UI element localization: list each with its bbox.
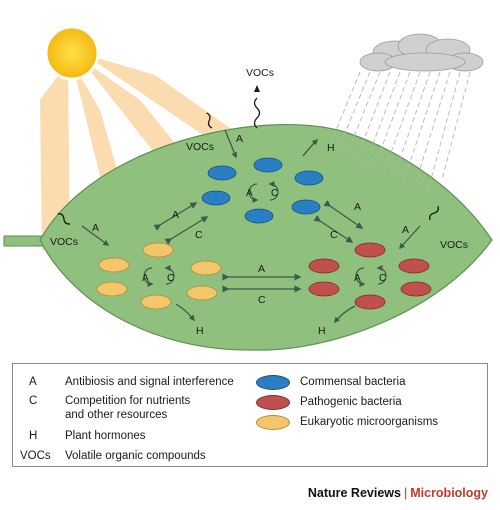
label-a-top-right: A [354, 201, 361, 213]
svg-text:C: C [271, 188, 278, 199]
svg-text:H: H [327, 142, 335, 154]
svg-text:C: C [379, 273, 386, 284]
pathogenic-cell [308, 258, 340, 274]
source-credit: Nature Reviews|Microbiology [308, 486, 488, 500]
svg-text:VOCs: VOCs [246, 67, 274, 79]
label-c-top-left: C [195, 229, 203, 241]
legend-text-a: Antibiosis and signal interference [65, 376, 234, 388]
pathogenic-cell [354, 242, 386, 258]
legend-key-vocs: VOCs [20, 450, 51, 462]
left-cluster-inputs: VOCs A H [50, 213, 204, 337]
legend: A Antibiosis and signal interference C C… [12, 363, 488, 467]
legend-text-h: Plant hormones [65, 430, 146, 442]
legend-key-h: H [29, 430, 38, 442]
eukaryotic-cell [98, 257, 130, 273]
right-cluster-inputs: VOCs A H [318, 205, 468, 337]
commensal-cell [253, 157, 283, 173]
legend-text-c-line1: Competition for nutrients [65, 395, 191, 407]
credit-separator: | [403, 486, 408, 500]
svg-text:H: H [318, 325, 326, 337]
top-cluster-inputs: VOCs A H [186, 112, 335, 159]
svg-text:C: C [167, 273, 174, 284]
pathogenic-cluster: A C [308, 242, 432, 310]
leaf-blade [39, 124, 493, 351]
leaf [3, 124, 493, 351]
eukaryotic-cell [186, 285, 218, 301]
pathogenic-swatch [256, 395, 290, 410]
legend-pathogenic: Pathogenic bacteria [300, 396, 402, 408]
label-c-top-right: C [330, 229, 338, 241]
svg-text:H: H [196, 325, 204, 337]
label-c-left-right: C [258, 294, 266, 306]
rain-cloud [331, 33, 484, 191]
vocs-emission-top: VOCs [246, 67, 274, 129]
svg-text:A: A [354, 273, 361, 284]
eukaryotic-cell [142, 242, 174, 258]
interaction-arrows [153, 199, 364, 293]
eukaryotic-cluster: A C [96, 242, 222, 310]
svg-text:A: A [142, 273, 149, 284]
commensal-cell [291, 199, 321, 215]
commensal-cell [294, 170, 324, 186]
label-a-left-right: A [258, 263, 265, 275]
svg-text:A: A [236, 133, 243, 145]
svg-text:A: A [92, 222, 99, 234]
legend-key-c: C [29, 395, 38, 407]
rain [331, 71, 471, 191]
svg-text:A: A [402, 224, 409, 236]
svg-text:VOCs: VOCs [50, 236, 78, 248]
sun [44, 25, 100, 81]
pathogenic-cell [308, 281, 340, 297]
eukaryotic-swatch [256, 415, 290, 430]
commensal-cluster: A C [201, 157, 324, 224]
svg-text:VOCs: VOCs [440, 239, 468, 251]
credit-section: Microbiology [410, 486, 488, 500]
eukaryotic-cell [190, 260, 222, 276]
svg-text:A: A [246, 188, 253, 199]
svg-text:VOCs: VOCs [186, 141, 214, 153]
label-a-top-left: A [172, 209, 179, 221]
commensal-swatch [256, 375, 290, 390]
pathogenic-cell [354, 294, 386, 310]
commensal-cell [207, 165, 237, 181]
legend-text-vocs: Volatile organic compounds [65, 450, 206, 462]
credit-journal: Nature Reviews [307, 486, 401, 500]
legend-eukaryotic: Eukaryotic microorganisms [300, 416, 439, 428]
pathogenic-cell [400, 281, 432, 297]
eukaryotic-cell [140, 294, 172, 310]
commensal-cell [201, 190, 231, 206]
commensal-cell [244, 208, 274, 224]
pathogenic-cell [398, 258, 430, 274]
legend-text-c-line2: and other resources [65, 409, 168, 421]
legend-key-a: A [29, 376, 37, 388]
legend-commensal: Commensal bacteria [300, 376, 406, 388]
eukaryotic-cell [96, 281, 128, 297]
